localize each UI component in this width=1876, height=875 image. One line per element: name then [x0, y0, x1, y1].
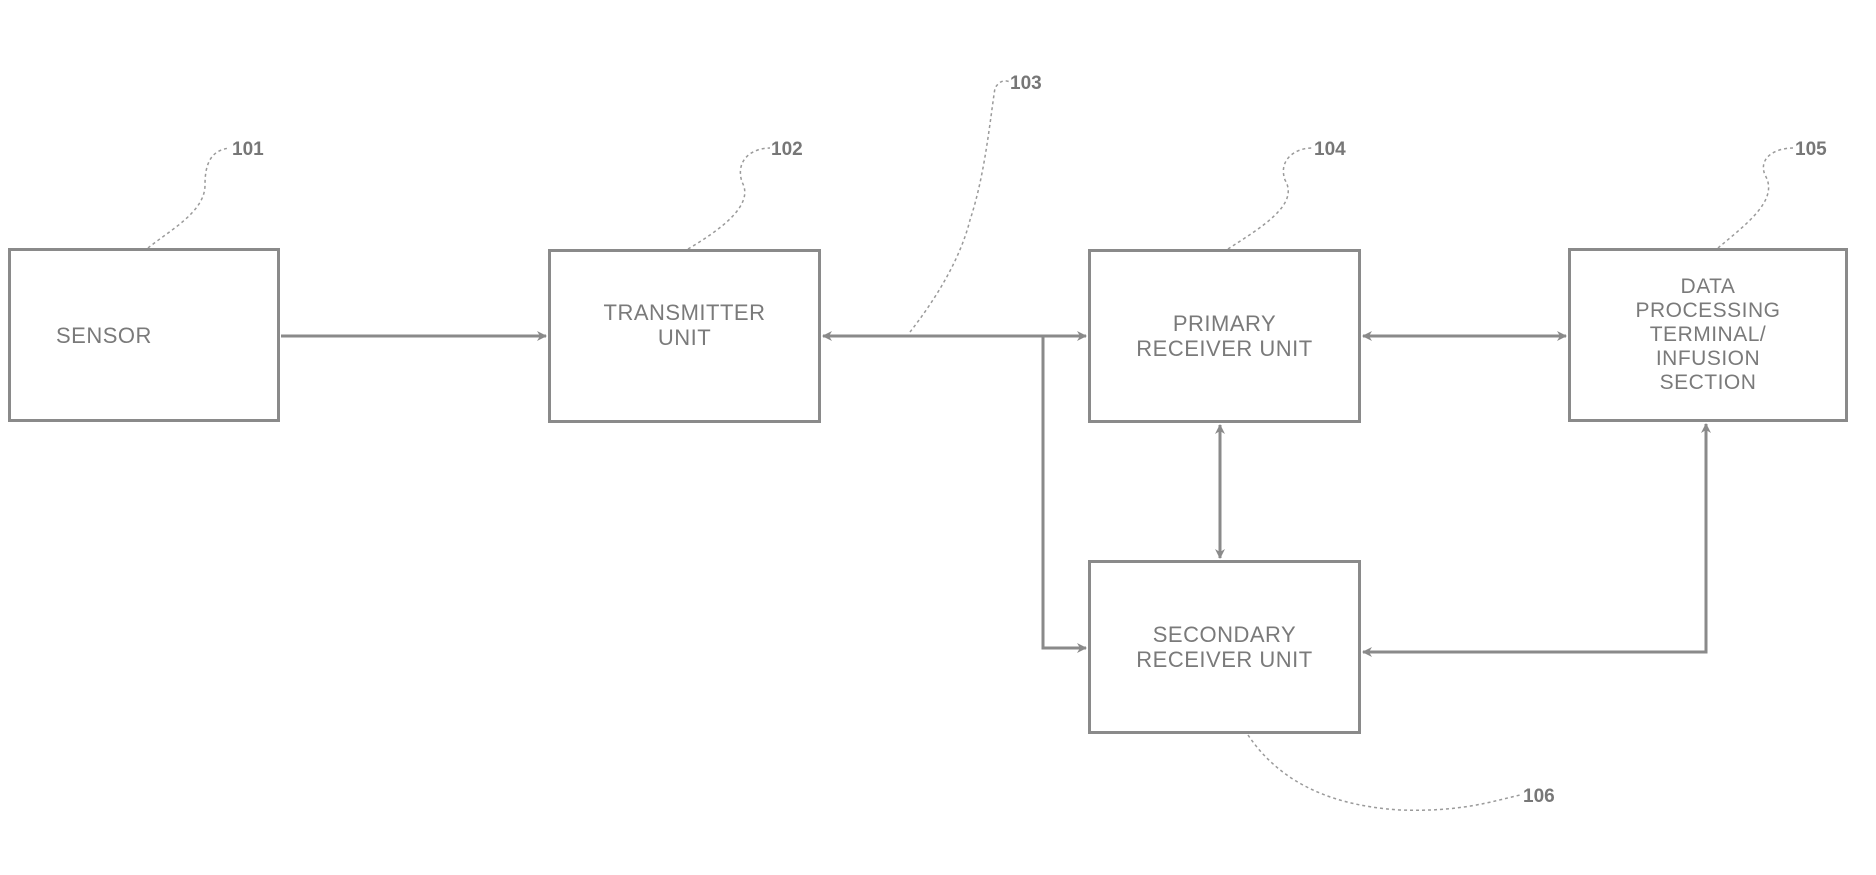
leader-102	[688, 148, 770, 249]
secondary-receiver-unit-block: SECONDARY RECEIVER UNIT	[1088, 560, 1361, 734]
reference-numeral-103: 103	[1010, 73, 1042, 95]
leader-101	[148, 148, 230, 248]
leader-106	[1248, 735, 1520, 810]
transmitter-unit-block: TRANSMITTER UNIT	[548, 249, 821, 423]
leader-105	[1718, 148, 1793, 248]
reference-numeral-102: 102	[771, 139, 803, 161]
arrow-secondary-dpt-link	[1363, 424, 1706, 652]
transmitter-unit-label: TRANSMITTER UNIT	[604, 300, 766, 350]
primary-receiver-unit-block: PRIMARY RECEIVER UNIT	[1088, 249, 1361, 423]
connectors	[281, 336, 1706, 652]
sensor-block: SENSOR	[8, 248, 280, 422]
reference-numeral-101: 101	[232, 139, 264, 161]
arrow-link-to-secondary	[1043, 336, 1086, 648]
reference-numeral-106: 106	[1523, 786, 1555, 808]
leader-lines	[148, 81, 1793, 810]
sensor-label: SENSOR	[56, 323, 152, 348]
data-processing-terminal-block: DATA PROCESSING TERMINAL/ INFUSION SECTI…	[1568, 248, 1848, 422]
leader-103	[910, 81, 1010, 332]
secondary-receiver-unit-label: SECONDARY RECEIVER UNIT	[1136, 622, 1312, 672]
leader-104	[1228, 148, 1312, 249]
reference-numeral-104: 104	[1314, 139, 1346, 161]
reference-numeral-105: 105	[1795, 139, 1827, 161]
primary-receiver-unit-label: PRIMARY RECEIVER UNIT	[1136, 311, 1312, 361]
data-processing-terminal-label: DATA PROCESSING TERMINAL/ INFUSION SECTI…	[1635, 275, 1780, 395]
